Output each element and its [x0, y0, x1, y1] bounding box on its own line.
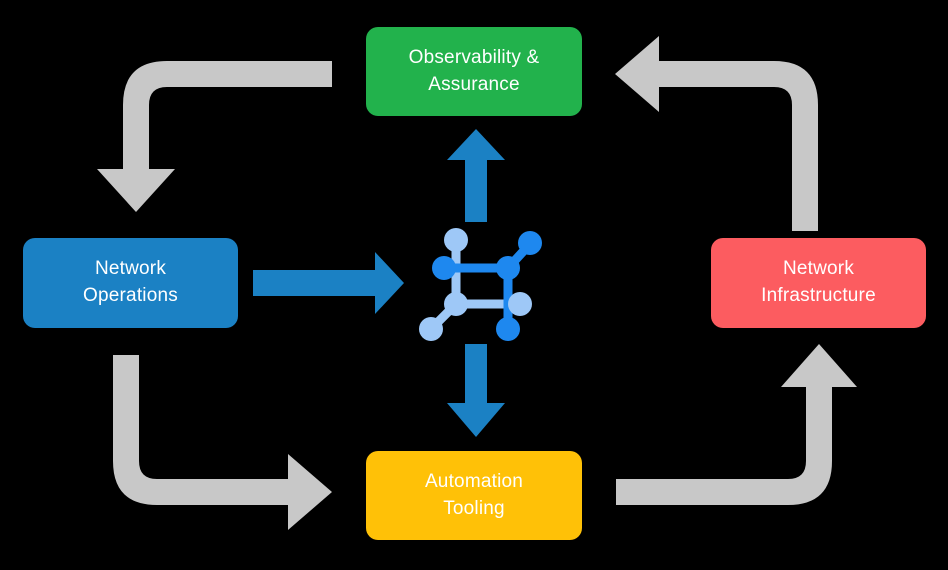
node-box-observability[interactable]: Observability & Assurance — [366, 27, 582, 116]
node-box-network-infrastructure[interactable]: Network Infrastructure — [711, 238, 926, 328]
node-label-network-operations: Network Operations — [83, 258, 178, 306]
blue-arrow-operations-to-center — [253, 252, 404, 314]
node-box-automation-tooling[interactable]: Automation Tooling — [366, 451, 582, 540]
node-label-network-infrastructure: Network Infrastructure — [761, 258, 876, 306]
node-label-observability: Observability & Assurance — [408, 46, 540, 95]
blue-arrow-center-to-automation — [447, 344, 505, 437]
network-graph-icon — [419, 228, 542, 341]
gray-arrow-operations-to-automation — [113, 355, 332, 530]
gray-arrow-automation-to-infrastructure — [616, 344, 857, 505]
blue-arrow-center-to-observability — [447, 129, 505, 222]
gray-arrow-infrastructure-to-observability — [615, 36, 818, 231]
node-label-automation-tooling: Automation Tooling — [424, 470, 524, 519]
gray-arrow-observability-to-operations — [97, 61, 332, 212]
node-box-network-operations[interactable]: Network Operations — [23, 238, 238, 328]
